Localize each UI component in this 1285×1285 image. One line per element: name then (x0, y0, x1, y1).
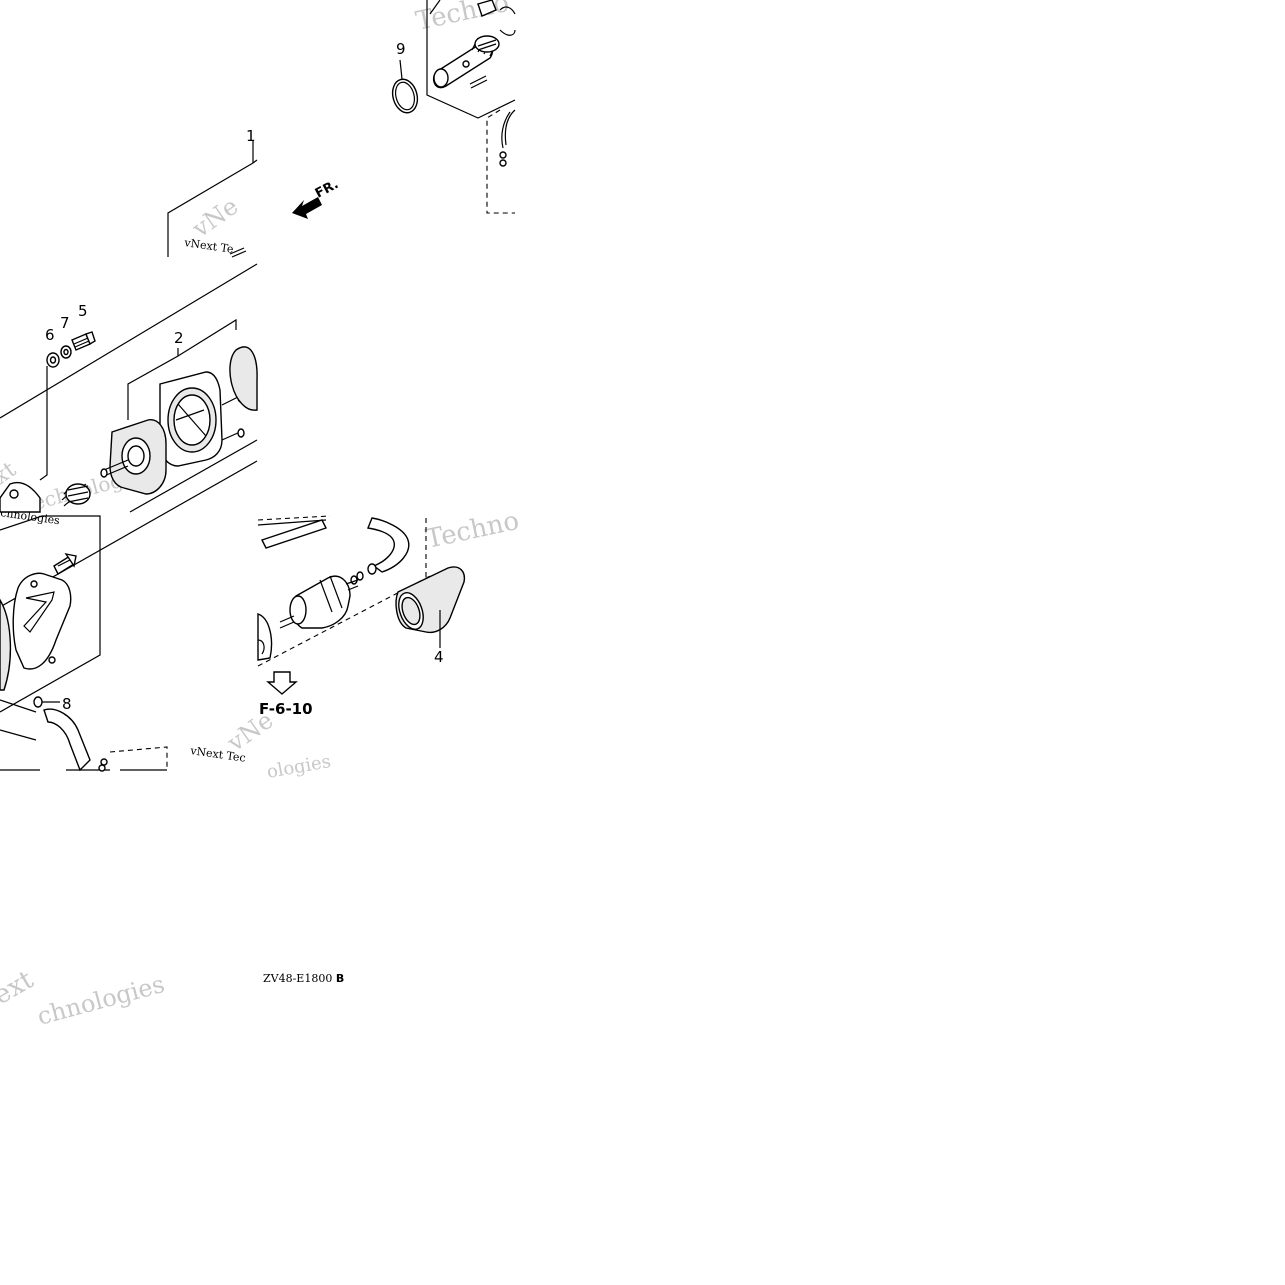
callout-4: 4 (434, 648, 444, 666)
callout-6: 6 (45, 326, 55, 344)
reference-arrow (266, 671, 298, 695)
watermark-text: chnologies (34, 970, 167, 1031)
direction-label: FR. (313, 177, 341, 202)
watermark-text: Techno (413, 0, 512, 37)
upper-panel (0, 140, 258, 419)
front-direction-arrow: FR. (292, 177, 341, 219)
lower-left-panel (0, 515, 168, 772)
clamp-part (33, 696, 43, 708)
watermark-text: ologies (265, 751, 332, 783)
hose-part (43, 708, 91, 772)
callout-2: 2 (174, 329, 184, 347)
watermark-text: ext (0, 965, 39, 1012)
watermark-text: vNe (187, 192, 244, 243)
watermark-text: Techno (423, 506, 522, 555)
spring-part (471, 35, 500, 57)
cover-plate-part (12, 572, 72, 670)
callout-9: 9 (396, 40, 406, 58)
callout-1: 1 (246, 127, 256, 145)
pump-assembly (0, 318, 258, 608)
drawing-code-suffix: B (336, 972, 344, 985)
drawing-code: ZV48-E1800 B (263, 972, 344, 985)
drawing-code-main: ZV48-E1800 (263, 972, 332, 985)
callout-5: 5 (78, 302, 88, 320)
screw-part (71, 331, 96, 351)
filter-panel (257, 515, 466, 667)
pin-part (469, 75, 487, 85)
callout-8: 8 (62, 695, 72, 713)
watermark-layer: Techno vNe xt echnologies Techno vNe ext… (0, 0, 522, 1031)
fuel-filter-part (279, 575, 359, 629)
reference-label: F-6-10 (259, 700, 313, 718)
valve-subassembly (426, 0, 516, 214)
callout-7: 7 (60, 314, 70, 332)
watermark-fragment: vNext Te (183, 236, 235, 256)
